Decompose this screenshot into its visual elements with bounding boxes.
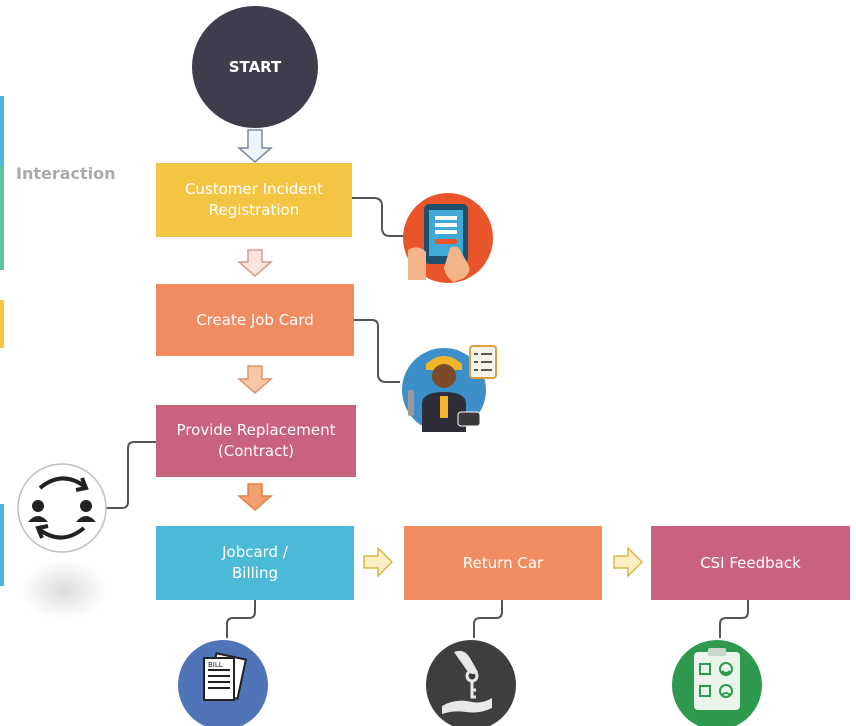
step-create-job-card[interactable]: Create Job Card — [156, 284, 354, 356]
interaction-label: Interaction — [16, 164, 116, 183]
start-node[interactable]: START — [192, 6, 318, 128]
left-bar-green — [0, 166, 4, 270]
left-bar-blue — [0, 96, 4, 166]
tablet-register-icon — [403, 193, 493, 283]
step-registration[interactable]: Customer Incident Registration — [156, 163, 352, 237]
step-csi-feedback[interactable]: CSI Feedback — [651, 526, 850, 600]
left-bar-blue-lower — [0, 504, 4, 586]
bill-icon: BILL — [178, 640, 268, 726]
shadow-blob — [20, 560, 108, 620]
arrow-registration-to-jobcard — [237, 249, 273, 277]
left-bar-yellow — [0, 300, 4, 348]
bill-icon-text: BILL — [208, 661, 223, 669]
key-handover-icon — [426, 640, 516, 726]
exchange-people-icon — [17, 463, 107, 553]
arrow-start-to-registration — [237, 129, 273, 163]
arrow-replacement-to-billing — [237, 483, 273, 511]
step-return-car[interactable]: Return Car — [404, 526, 602, 600]
step-jobcard-billing[interactable]: Jobcard / Billing — [156, 526, 354, 600]
arrow-return-to-csi — [613, 546, 644, 578]
arrow-jobcard-to-replacement — [237, 365, 273, 394]
feedback-clipboard-icon — [672, 640, 762, 726]
step-provide-replacement[interactable]: Provide Replacement (Contract) — [156, 405, 356, 477]
mechanic-checklist-icon — [402, 345, 497, 432]
arrow-billing-to-return — [363, 546, 394, 578]
